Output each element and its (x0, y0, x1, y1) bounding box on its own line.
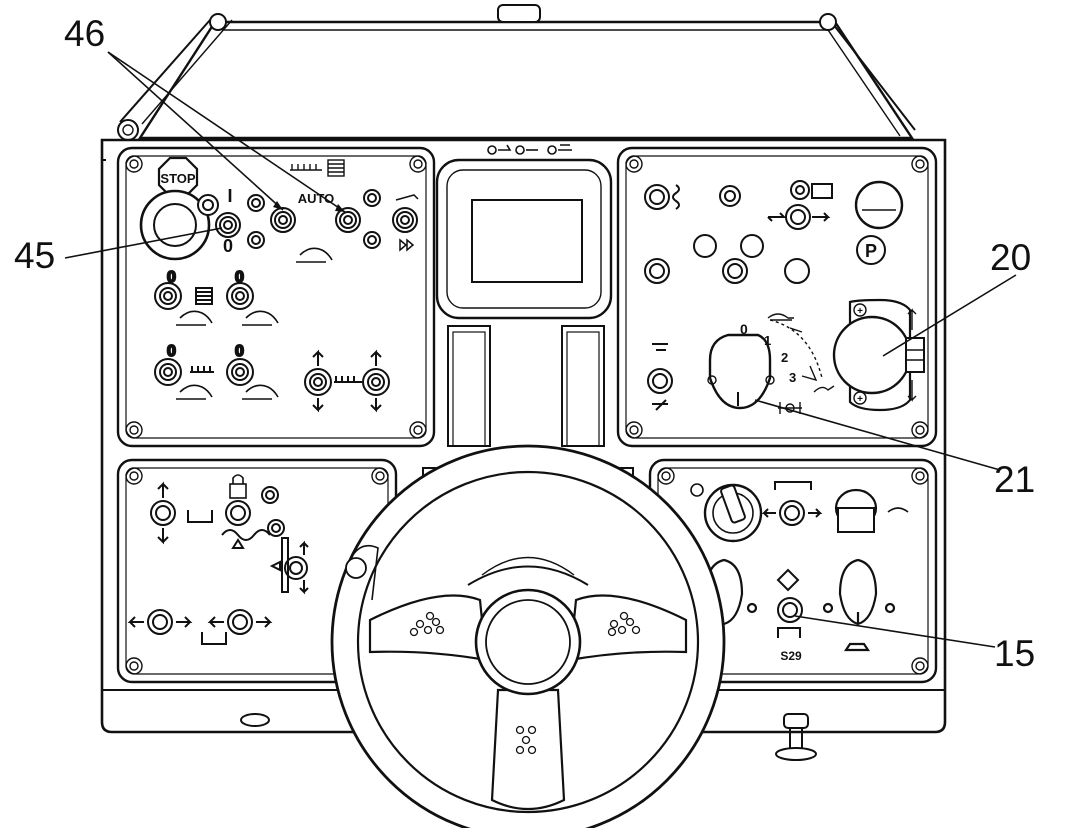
on-mark: I (227, 186, 232, 206)
turtle-icon (767, 313, 794, 321)
display-unit (435, 144, 613, 447)
fast-forward-icon (395, 194, 419, 252)
callout-21: 21 (994, 459, 1035, 500)
toggle-switch-icon (647, 343, 673, 411)
callout-46: 46 (64, 13, 105, 54)
top-indicator-icons (487, 144, 572, 155)
panel-screw (125, 155, 427, 439)
svg-text:0: 0 (167, 269, 176, 286)
toggle-switch-icon: 0 0 0 0 (154, 268, 390, 413)
callout-arrowheads (273, 201, 345, 212)
callout-15: 15 (994, 633, 1035, 674)
auto-label: AUTO (298, 191, 335, 206)
svg-text:0: 0 (235, 269, 244, 286)
toggle-switch-icon (197, 189, 418, 249)
callout-45: 45 (14, 235, 55, 276)
s29-label: S29 (780, 649, 802, 663)
panel-top-left: STOP I 0 AUTO (116, 146, 436, 448)
hand-icon (176, 247, 333, 400)
svg-text:0: 0 (235, 343, 244, 360)
toggle-switch-icon (644, 180, 833, 284)
hood (117, 4, 916, 141)
panel-top-right: P 0 1 2 3 + (616, 146, 938, 448)
horn-icon (834, 488, 909, 533)
svg-text:+: + (857, 394, 863, 405)
joystick-socket: + + (832, 298, 925, 412)
adjustment-knob (775, 713, 817, 761)
steering-wheel-icon (330, 444, 726, 828)
callout-20: 20 (990, 237, 1031, 278)
lock-icon (229, 474, 247, 499)
speed-range-selector: 0 1 2 3 (707, 313, 835, 410)
position-3: 3 (789, 370, 796, 385)
svg-text:0: 0 (167, 343, 176, 360)
callout-leaders (64, 51, 1017, 648)
off-mark: 0 (223, 236, 233, 256)
stop-button-icon: STOP (157, 156, 199, 198)
auger-symbol-icon (290, 159, 345, 177)
svg-text:+: + (857, 306, 863, 317)
parking-brake-icon: P (854, 180, 904, 265)
position-2: 2 (781, 350, 788, 365)
ignition-key-icon (690, 483, 763, 543)
toggle-switch-icon (127, 481, 309, 645)
position-1: 1 (764, 333, 771, 348)
stop-label: STOP (160, 171, 195, 186)
panel-bottom-left (116, 458, 398, 684)
park-label: P (865, 241, 877, 261)
position-0: 0 (740, 321, 748, 337)
rabbit-icon (813, 385, 835, 393)
